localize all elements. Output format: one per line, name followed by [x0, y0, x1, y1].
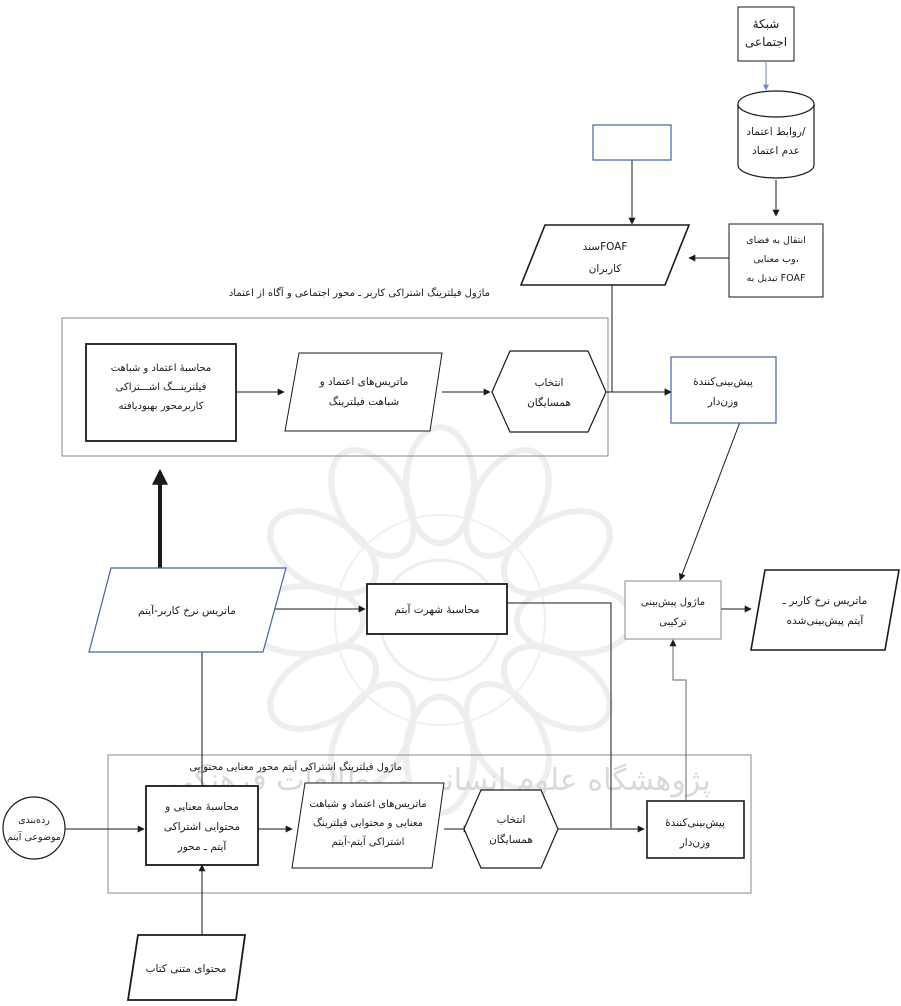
- node-semantic-content-calc: [145, 785, 259, 866]
- label-foaf-2: کاربران: [589, 263, 622, 275]
- node-user-item-rating-matrix: [88, 567, 287, 653]
- node-trust-similarity-matrices: [284, 352, 443, 432]
- node-trust-similarity-calc: [85, 343, 237, 442]
- label-neighbors-bottom-1: انتخاب: [497, 814, 526, 826]
- node-weighted-predictor-top: [670, 356, 777, 424]
- edge-foaf-to-predictor: [611, 285, 672, 396]
- user-module-box: [61, 317, 609, 457]
- watermark-petal: [328, 447, 417, 560]
- node-neighbor-selection-bottom: [463, 789, 559, 869]
- edge-predictor-bottom-to-hybrid: [669, 639, 687, 801]
- label-trust-matrices-1: ماتریس‌های اعتماد و: [319, 376, 409, 388]
- label-social-network-1: شبکهٔ: [753, 17, 780, 31]
- label-trust-calc-3: کاربرمحور بهبودیافته: [119, 401, 204, 412]
- node-topic-classification: [2, 796, 66, 860]
- label-semantic-matrices-1: ماتریس‌های اعتماد و شباهت: [309, 799, 426, 810]
- label-predictor-bottom-2: وزن‌دار: [679, 837, 711, 849]
- label-predictor-bottom-1: پیش‌بینی‌کنندهٔ: [665, 817, 725, 829]
- label-predicted-matrix-1: ماتریس نرخ کاربر ـ: [782, 595, 867, 607]
- label-trust-calc-2: فیلترینـــگ اشـــتراکی: [116, 381, 207, 393]
- node-foaf-document: [519, 224, 691, 286]
- label-popularity: محاسبهٔ شهرت آیتم: [394, 603, 479, 616]
- label-trust-matrices-2: شباهت فیلترینگ: [329, 395, 399, 408]
- label-neighbors-top-1: انتخاب: [535, 377, 564, 389]
- label-foaf-1: سندFOAF: [583, 241, 628, 253]
- watermark-petal: [267, 508, 380, 597]
- node-semantic-similarity-matrices: [291, 782, 445, 869]
- node-trust-db: [737, 90, 815, 179]
- node-book-text-content: [126, 934, 247, 1001]
- label-predictor-top-2: وزن‌دار: [707, 396, 739, 408]
- connectors: [65, 62, 780, 935]
- node-empty-input: [592, 124, 672, 161]
- label-semantic-calc-1: محاسبهٔ معنایی و: [164, 801, 239, 813]
- label-semantic-matrices-3: اشتراکی آیتم-آیتم: [332, 835, 405, 848]
- node-predicted-rating-matrix: [750, 569, 900, 651]
- watermark-petal: [500, 508, 613, 597]
- label-rating-matrix: ماتریس نرخ کاربر-آیتم: [138, 604, 236, 617]
- item-module-title: ماژول فیلترینگ اشتراکی آیتم محور معنایی …: [189, 760, 402, 773]
- edge-popularity-down: [507, 602, 612, 828]
- label-predicted-matrix-2: آیتم پیش‌بینی‌شده: [787, 614, 865, 627]
- edge-predictor-to-hybrid: [678, 421, 741, 581]
- node-hybrid-predictor: [624, 580, 722, 640]
- label-transfer-1: انتقال به فضای: [746, 235, 806, 246]
- label-semantic-calc-2: محتوایی اشتراکی: [164, 821, 240, 833]
- label-trust-calc-1: محاسبهٔ اعتماد و شباهت: [111, 363, 212, 374]
- item-module-box: [107, 754, 752, 894]
- label-hybrid-1: ماژول پیش‌بینی: [641, 597, 705, 608]
- node-transfer-semantic-web: [728, 223, 824, 298]
- label-neighbors-top-2: همسایگان: [527, 396, 571, 409]
- label-semantic-calc-3: آیتم ـ محور: [177, 840, 228, 853]
- label-neighbors-bottom-2: همسایگان: [489, 833, 533, 846]
- label-predictor-top-1: پیش‌بینی‌کنندهٔ: [693, 376, 753, 388]
- watermark-petal: [463, 447, 552, 560]
- node-weighted-predictor-bottom: [646, 800, 745, 859]
- node-social-network: [737, 6, 795, 62]
- label-social-network-2: اجتماعی: [745, 35, 787, 49]
- watermark-petal: [463, 680, 552, 793]
- label-topic-1: رده‌بندی: [18, 815, 50, 826]
- node-labels: شبکهٔ اجتماعی روابط اعتماد/ عدم اعتماد ا…: [7, 17, 867, 975]
- watermark-petal: [403, 424, 477, 546]
- label-topic-2: موضوعی آیتم: [7, 830, 61, 843]
- watermark-petal: [500, 643, 613, 732]
- label-book-text: محتوای متنی کتاب: [146, 963, 227, 975]
- watermark-petal: [267, 643, 380, 732]
- user-module-title: ماژول فیلترینگ اشتراکی کاربر ـ محور اجتم…: [229, 286, 490, 299]
- label-trust-db-2: عدم اعتماد: [752, 145, 800, 157]
- label-semantic-matrices-2: معنایی و محتوایی فیلترینگ: [313, 817, 423, 829]
- label-hybrid-2: ترکیبی: [659, 617, 687, 628]
- label-trust-db-1: روابط اعتماد/: [746, 126, 806, 138]
- node-item-popularity-calc: [366, 583, 508, 635]
- node-neighbor-selection-top: [491, 350, 607, 433]
- label-transfer-2: وب معنایی،: [753, 254, 799, 265]
- label-transfer-3: تبدیل به FOAF: [747, 273, 806, 284]
